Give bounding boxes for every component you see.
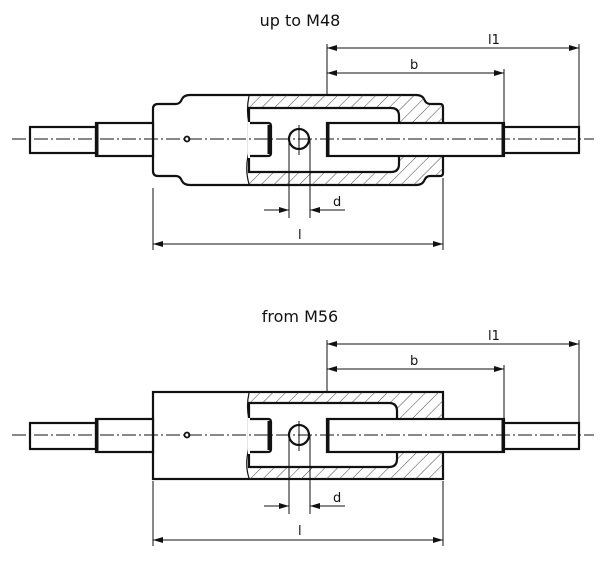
left-rod-end xyxy=(28,421,98,451)
view-up-to-m48: up to M48 l1 b xyxy=(12,11,594,250)
dimension-l: l xyxy=(152,481,444,546)
label-l1: l1 xyxy=(488,329,500,344)
dimension-l: l xyxy=(152,178,444,250)
dimension-d: d xyxy=(264,435,345,514)
view-from-m56: from M56 l1 b xyxy=(12,307,594,546)
label-d: d xyxy=(333,195,341,210)
label-d: d xyxy=(333,491,341,506)
view-title: from M56 xyxy=(262,307,338,326)
label-b: b xyxy=(410,58,418,73)
view-title: up to M48 xyxy=(260,11,341,30)
dimension-d: d xyxy=(264,139,345,218)
right-rod-end xyxy=(502,421,581,451)
dimension-l1: l1 xyxy=(326,329,580,422)
left-rod-end xyxy=(28,125,98,155)
right-rod-end xyxy=(502,125,581,155)
dimension-b: b xyxy=(327,58,505,122)
dimension-b: b xyxy=(327,354,505,418)
label-b: b xyxy=(410,354,418,369)
label-l1: l1 xyxy=(488,33,500,48)
label-l: l xyxy=(298,524,302,539)
label-l: l xyxy=(298,228,302,243)
